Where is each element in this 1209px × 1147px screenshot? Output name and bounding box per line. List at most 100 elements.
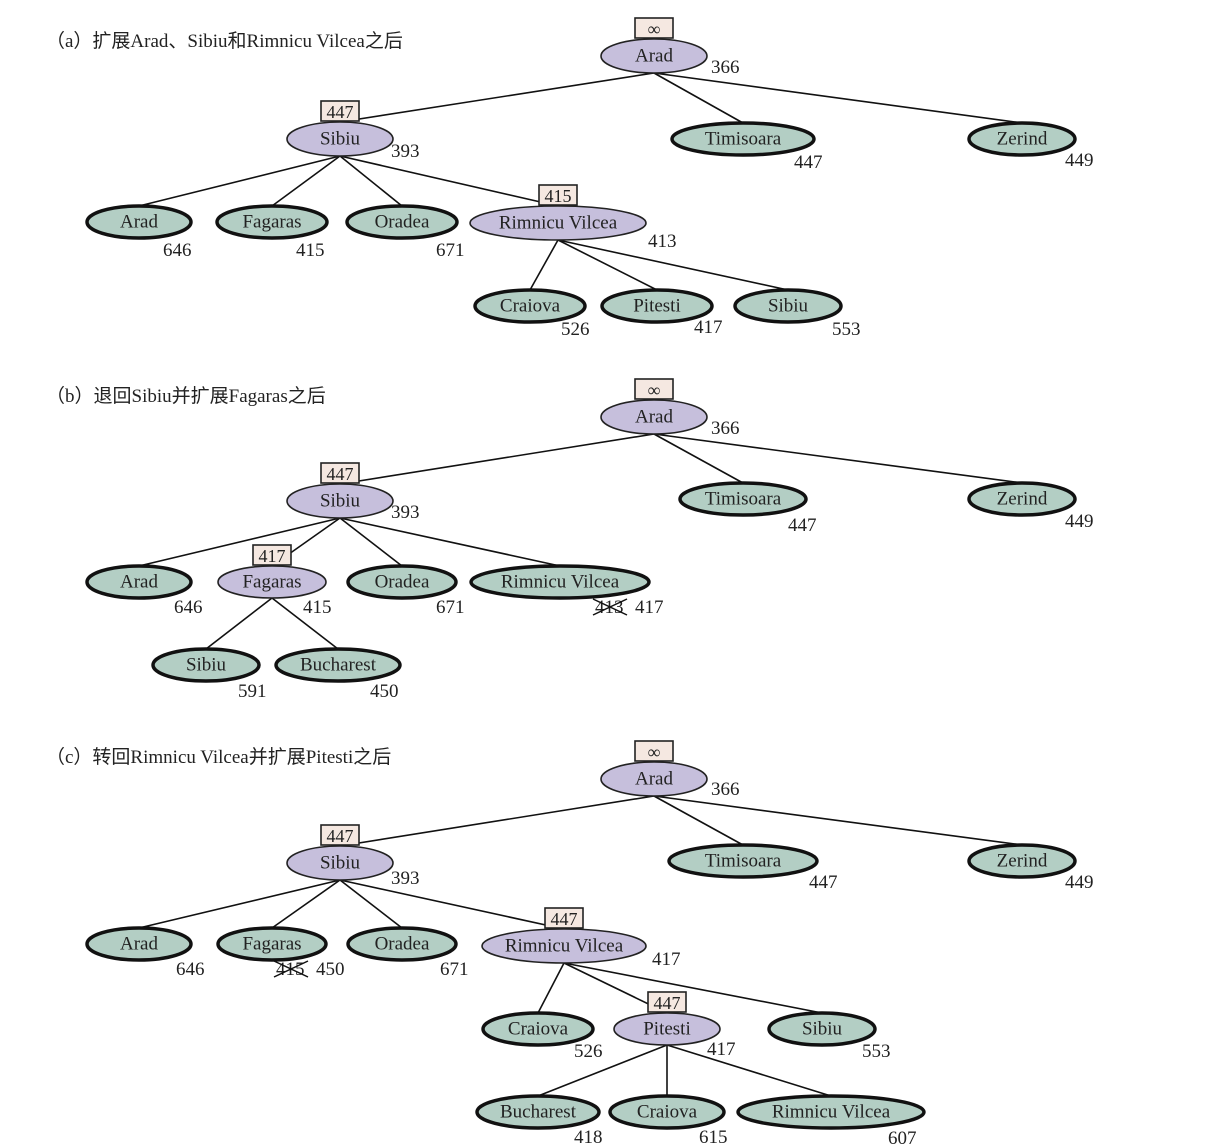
expanded-node-ellipse xyxy=(286,845,394,881)
node-bucharest: Bucharest 450 xyxy=(274,647,402,702)
f-value: 450 xyxy=(370,681,399,702)
edge-sibiu-rv xyxy=(339,155,559,207)
f-value: 415 xyxy=(296,240,325,261)
panel-caption: （b）退回Sibiu并扩展Fagaras之后 xyxy=(46,385,326,407)
f-value: 646 xyxy=(163,240,192,261)
leaf-node-ellipse xyxy=(475,1094,601,1130)
node-label: Arad xyxy=(635,407,673,428)
node-fagaras: Fagaras 415 xyxy=(215,204,329,261)
leaf-node-ellipse xyxy=(216,926,328,962)
edge-sibiu-arad2 xyxy=(138,517,341,567)
f-value: 553 xyxy=(832,319,861,340)
strike-mark xyxy=(273,960,309,978)
node-label: Arad xyxy=(120,212,158,233)
f-value: 449 xyxy=(1065,872,1094,893)
f-value: 646 xyxy=(176,959,205,980)
f-value: 393 xyxy=(391,141,420,162)
f-value: 447 xyxy=(788,515,817,536)
edge-arad-sibiu xyxy=(339,72,655,123)
edge-sibiu-fagaras xyxy=(271,879,341,929)
f-limit-value: ∞ xyxy=(648,19,661,39)
node-label: Fagaras xyxy=(242,212,301,233)
node-label: Arad xyxy=(120,934,158,955)
f-value: 447 xyxy=(809,872,838,893)
f-value: 366 xyxy=(711,779,740,800)
edge-sibiu-oradea xyxy=(339,517,403,567)
f-value: 413 xyxy=(648,231,677,252)
leaf-node-ellipse xyxy=(670,121,816,157)
node-arad: Arad ∞ 366 xyxy=(600,740,740,800)
leaf-node-ellipse xyxy=(767,1011,877,1047)
node-sibiu2: Sibiu 553 xyxy=(733,288,861,340)
node-label: Craiova xyxy=(500,296,561,317)
f-value: 417 xyxy=(707,1039,736,1060)
node-label: Arad xyxy=(635,769,673,790)
node-label: Sibiu xyxy=(320,853,361,874)
node-oradea: Oradea 671 xyxy=(346,564,465,618)
f-value: 417 xyxy=(694,317,723,338)
f-value: 591 xyxy=(238,681,267,702)
leaf-node-ellipse xyxy=(85,926,193,962)
leaf-node-ellipse xyxy=(600,288,714,324)
f-limit-value: 447 xyxy=(654,993,681,1013)
node-label: Sibiu xyxy=(802,1019,843,1040)
f-limit-value: 447 xyxy=(327,102,354,122)
f-limit-value: ∞ xyxy=(648,742,661,762)
f-value: 553 xyxy=(862,1041,891,1062)
f-limit-box xyxy=(634,740,674,762)
f-value: 418 xyxy=(574,1127,603,1147)
f-value: 615 xyxy=(699,1127,728,1147)
leaf-node-ellipse xyxy=(151,647,261,683)
edge-rv-pitesti xyxy=(557,239,658,291)
edges xyxy=(138,72,1023,291)
f-limit-box xyxy=(634,17,674,39)
node-arad: Arad∞366 xyxy=(600,17,740,78)
edge-arad-zerind xyxy=(653,795,1023,846)
f-value: 366 xyxy=(711,418,740,439)
node-sibiu2: Sibiu 553 xyxy=(767,1011,891,1062)
node-arad: Arad∞366 xyxy=(600,378,740,439)
leaf-node-ellipse xyxy=(967,121,1077,157)
f-value: 671 xyxy=(436,597,465,618)
f-limit-box xyxy=(544,907,584,929)
edge-arad-timisoara xyxy=(653,795,744,846)
f-value: 526 xyxy=(561,319,590,340)
node-label: Oradea xyxy=(375,934,430,955)
leaf-node-ellipse xyxy=(967,481,1077,517)
node-rv: Rimnicu Vilcea413417 xyxy=(469,564,664,618)
f-limit-value: 417 xyxy=(259,546,286,566)
leaf-node-ellipse xyxy=(733,288,843,324)
node-label: Oradea xyxy=(375,572,430,593)
f-limit-box xyxy=(252,544,292,566)
edges xyxy=(138,433,1023,650)
expanded-node-ellipse xyxy=(217,565,327,599)
f-limit-value: 415 xyxy=(545,186,572,206)
node-label: Sibiu xyxy=(768,296,809,317)
node-label: Zerind xyxy=(997,851,1048,872)
node-label: Zerind xyxy=(997,489,1048,510)
leaf-node-ellipse xyxy=(736,1094,926,1130)
f-value: 366 xyxy=(711,57,740,78)
panel-caption: （a）扩展Arad、Sibiu和Rimnicu Vilcea之后 xyxy=(46,30,403,52)
edge-sibiu-arad2 xyxy=(138,155,341,207)
node-label: Timisoara xyxy=(705,129,782,150)
edge-rv-craiova xyxy=(529,239,559,291)
leaf-node-ellipse xyxy=(274,647,402,683)
node-label: Bucharest xyxy=(300,655,377,676)
node-label: Oradea xyxy=(375,212,430,233)
node-arad2: Arad 646 xyxy=(85,926,205,980)
edge-fagaras-bucharest xyxy=(271,597,339,650)
